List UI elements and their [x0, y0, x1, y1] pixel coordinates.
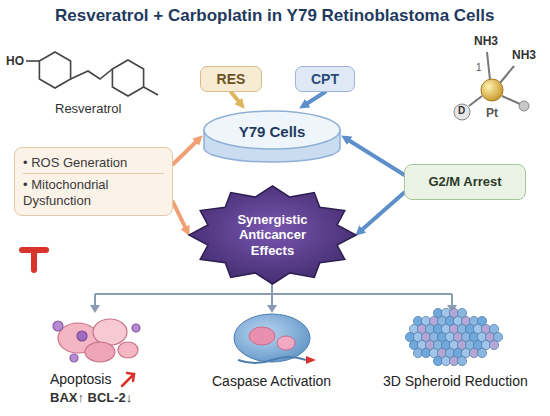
chem-atom-label: HO — [6, 54, 24, 68]
chem-atom-label: NH3 — [512, 48, 536, 62]
node-text: • ROS Generation — [23, 155, 164, 171]
cell-line-node: Y79 Cells — [202, 108, 342, 164]
node-text-group: Y79 Cells — [239, 123, 306, 141]
node-subtext: • Mitochondrial Dysfunction — [23, 173, 164, 208]
caspase-illustration — [234, 314, 316, 364]
connector-arrow — [173, 202, 186, 229]
connector-arrow — [231, 92, 240, 103]
spheroid-cell — [457, 356, 466, 365]
compound-name: Resveratrol — [55, 101, 121, 117]
arrowhead-end — [356, 231, 361, 235]
arrowhead-end — [300, 105, 305, 108]
chem-atom-label: NH3 — [474, 34, 498, 48]
connector-arrow — [361, 193, 405, 231]
outcome-label: Apoptosis — [50, 371, 111, 388]
carboplatin-structure — [454, 52, 529, 120]
node-text: Y79 Cells — [239, 123, 306, 141]
connector-arrow — [347, 139, 404, 175]
starburst-outline — [189, 186, 356, 284]
node-text: G2/M Arrest — [428, 174, 501, 190]
outcome-branches — [95, 284, 452, 306]
node-text: CPT — [311, 71, 339, 88]
node-text-group: • ROS Generation • Mitochondrial Dysfunct… — [23, 155, 164, 209]
marker-label: BAX↑ BCL-2↓ — [50, 390, 132, 406]
node-text: Synergistic Anticancer Effects — [221, 212, 324, 259]
increase-arrow — [122, 373, 134, 386]
apoptosis-cells — [53, 319, 140, 362]
outcome-label: 3D Spheroid Reduction — [383, 373, 528, 390]
node-text-group: CPT — [311, 71, 339, 88]
mechanism-box: • ROS Generation • Mitochondrial Dysfunct… — [14, 147, 173, 216]
spheroid-cell — [489, 340, 498, 349]
resveratrol-structure — [26, 52, 158, 96]
node-text: RES — [217, 71, 246, 88]
arrowhead-end — [240, 103, 244, 108]
diagram-title: Resveratrol + Carboplatin in Y79 Retinob… — [55, 6, 494, 26]
spheroid-illustration — [405, 308, 502, 365]
effect-starburst: Synergistic Anticancer Effects — [189, 186, 356, 284]
spheroid-cell — [477, 348, 486, 357]
mechanism-box: G2/M Arrest — [404, 164, 526, 200]
node-text-group: Synergistic Anticancer Effects — [221, 212, 324, 259]
chem-index: 1 — [476, 62, 482, 74]
chem-atom-label: Pt — [486, 106, 498, 120]
connector-arrow — [305, 92, 325, 105]
drug-box: CPT — [295, 66, 355, 92]
node-text-group: RES — [217, 71, 246, 88]
arrowhead-end — [342, 136, 347, 139]
chem-atom-label: D — [458, 105, 465, 117]
outcome-label: Caspase Activation — [212, 373, 331, 390]
inhibition-symbol — [22, 250, 46, 270]
drug-box: RES — [200, 66, 262, 92]
arrowhead-end — [186, 230, 189, 235]
arrowhead-end — [198, 136, 202, 140]
cylinder-top — [204, 111, 340, 149]
outcome-arrowheads — [90, 305, 457, 313]
node-text-group: G2/M Arrest — [428, 174, 501, 190]
connector-arrow — [173, 140, 198, 164]
